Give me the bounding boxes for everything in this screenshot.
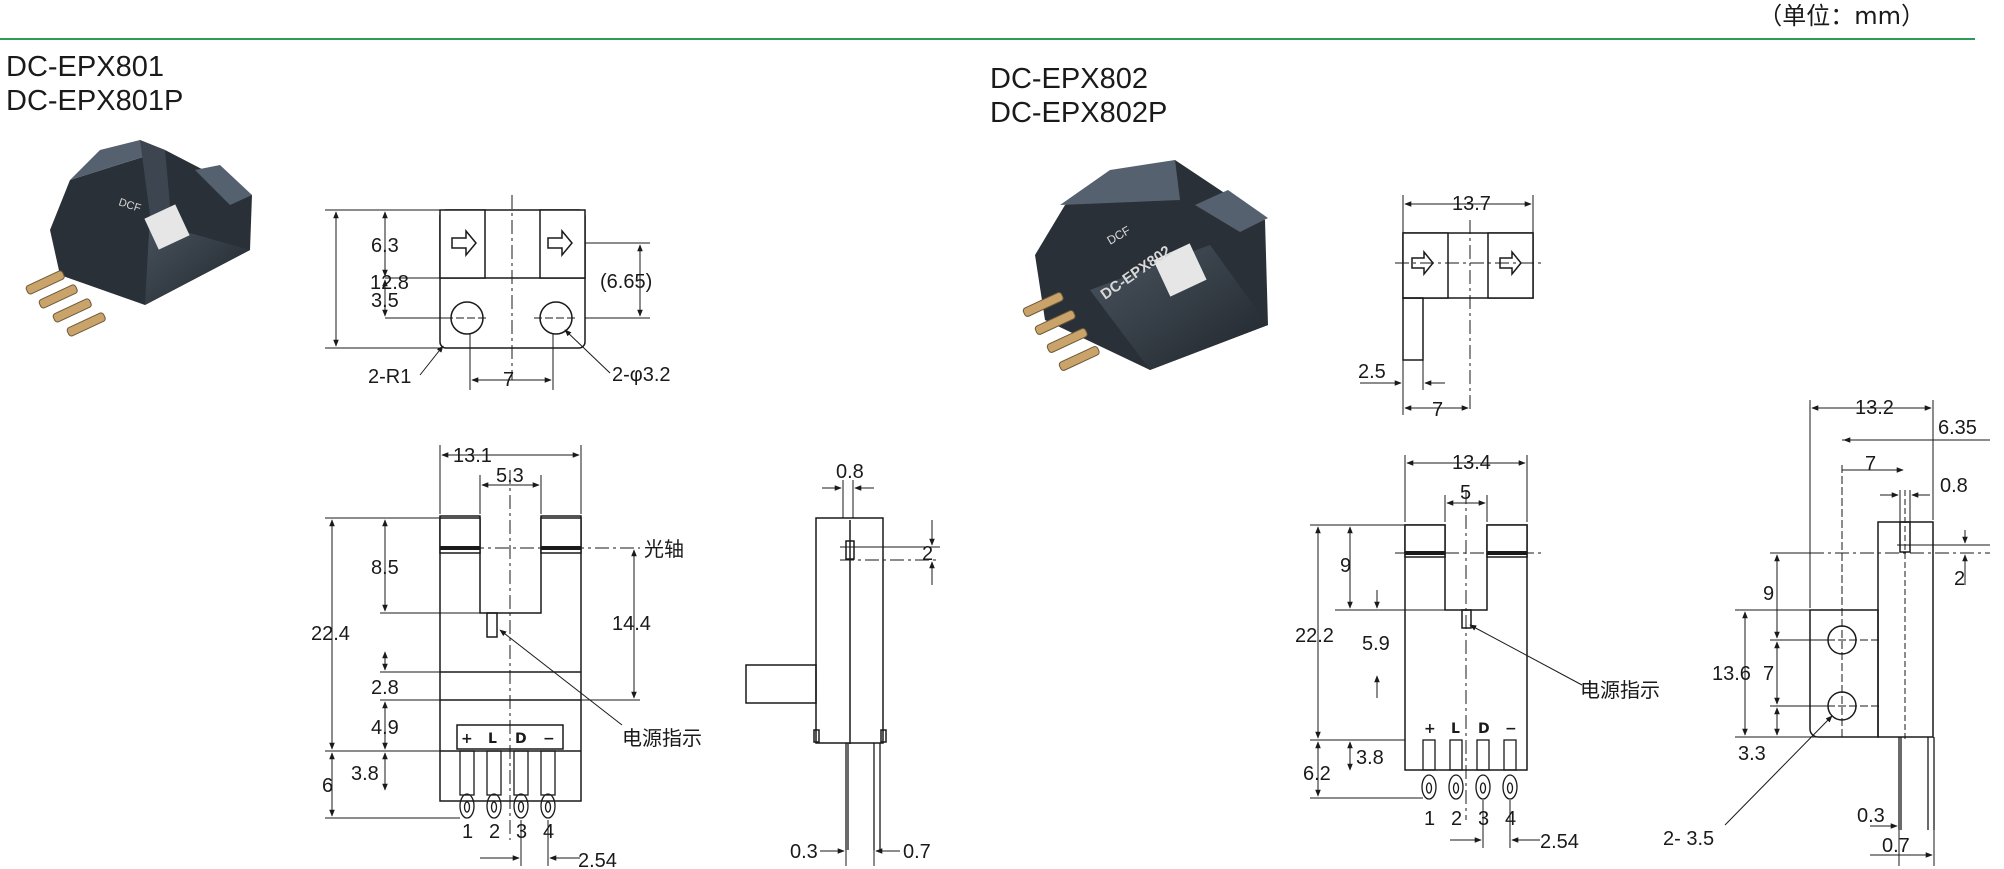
- dim-802-width: 13.4: [1452, 452, 1491, 474]
- dim-802-total: 22.2: [1295, 625, 1334, 647]
- power-indicator-label-801: 电源指示: [622, 727, 702, 750]
- dim-802-side-upper: 9: [1763, 583, 1774, 605]
- dim-802-side-offset: 6.35: [1938, 417, 1977, 439]
- front-view-801: [325, 445, 640, 866]
- dim-802-holes: 2- 3.5: [1663, 828, 1714, 850]
- optical-axis-label: 光轴: [644, 538, 684, 561]
- unit-label: （单位：mm）: [1758, 2, 1925, 30]
- svg-text:D: D: [1478, 721, 1490, 737]
- dim-801-leads: 6: [322, 775, 333, 797]
- svg-text:4: 4: [1505, 808, 1516, 830]
- dim-802-hole-pitch-x: 7: [1865, 453, 1876, 475]
- dim-801-slot-depth: 8.5: [371, 557, 399, 579]
- dim-801-corner: 2-R1: [368, 366, 411, 388]
- dim-801-upper: 6.3: [371, 235, 399, 257]
- dim-802-pin-pitch: 2.54: [1540, 831, 1579, 853]
- dim-801-side: (6.65): [600, 271, 652, 293]
- dim-802-a: 5.9: [1362, 633, 1390, 655]
- dim-801-side-mark: 2: [922, 543, 933, 565]
- dim-801-pin-pitch: 2.54: [578, 850, 617, 869]
- svg-text:+: +: [461, 731, 473, 747]
- top-view-802: [1360, 195, 1545, 415]
- dim-802-side-mark: 2: [1954, 568, 1965, 590]
- dim-801-holes: 2-φ3.2: [612, 364, 671, 386]
- dim-802-side-top: 0.8: [1940, 475, 1968, 497]
- dim-801-slot: 5.3: [496, 465, 524, 487]
- svg-text:L: L: [488, 731, 497, 747]
- pin-labels-802: + L D −: [1424, 721, 1517, 737]
- dim-801-axis-base: 14.4: [612, 613, 651, 635]
- dim-802-foot: 2.5: [1358, 361, 1386, 383]
- dim-801-pitch: 7: [503, 369, 514, 391]
- dim-801-total: 22.4: [311, 623, 350, 645]
- product-photo-801: DCF: [25, 140, 252, 337]
- dim-802-hole-pitch-y: 7: [1763, 663, 1774, 685]
- front-view-802: [1310, 455, 1583, 848]
- dim-801-b: 4.9: [371, 717, 399, 739]
- svg-text:2: 2: [1451, 808, 1462, 830]
- dim-801-lead-b: 0.7: [903, 841, 931, 863]
- model-name-802p: DC-EPX802P: [990, 97, 1167, 129]
- dim-801-width: 13.1: [453, 445, 492, 467]
- product-photo-802: DCF DC-EPX802: [1022, 160, 1268, 371]
- svg-text:3: 3: [1478, 808, 1489, 830]
- dim-802-side-width: 13.2: [1855, 397, 1894, 419]
- dim-801-side-top: 0.8: [836, 461, 864, 483]
- svg-text:1: 1: [1424, 808, 1435, 830]
- pin-numbers-801: 1 2 3 4: [462, 821, 554, 843]
- svg-text:4: 4: [543, 821, 554, 843]
- pin-numbers-802: 1 2 3 4: [1424, 808, 1516, 830]
- svg-text:−: −: [543, 731, 555, 747]
- svg-text:1: 1: [462, 821, 473, 843]
- dim-801-c: 3.8: [351, 763, 379, 785]
- dim-802-side-base: 3.3: [1738, 743, 1766, 765]
- dim-802-slot: 5: [1460, 482, 1471, 504]
- dim-801-a: 2.8: [371, 677, 399, 699]
- model-name-802: DC-EPX802: [990, 63, 1148, 95]
- svg-text:D: D: [515, 731, 527, 747]
- svg-text:L: L: [1451, 721, 1460, 737]
- model-name-801: DC-EPX801: [6, 51, 164, 83]
- dim-801-height: 12.8: [370, 272, 409, 294]
- dim-802-side-height: 13.6: [1712, 663, 1751, 685]
- power-indicator-label-802: 电源指示: [1580, 679, 1660, 702]
- dim-802-b: 3.8: [1356, 747, 1384, 769]
- dim-802-top-width: 13.7: [1452, 193, 1491, 215]
- model-name-801p: DC-EPX801P: [6, 85, 183, 117]
- side-view-802: [1724, 400, 1990, 866]
- dim-802-lead-b: 0.7: [1882, 835, 1910, 857]
- dim-802-slot-depth: 9: [1340, 555, 1351, 577]
- dim-802-top-pitch: 7: [1432, 399, 1443, 421]
- svg-text:−: −: [1505, 721, 1517, 737]
- svg-text:+: +: [1424, 721, 1436, 737]
- dim-802-lead-a: 0.3: [1857, 805, 1885, 827]
- svg-text:2: 2: [489, 821, 500, 843]
- pin-labels-801: + L D −: [461, 731, 555, 747]
- top-view-801: [325, 195, 650, 390]
- svg-text:3: 3: [516, 821, 527, 843]
- dim-801-lead-a: 0.3: [790, 841, 818, 863]
- dim-801-lower: 3.5: [371, 290, 399, 312]
- dim-802-leads: 6.2: [1303, 763, 1331, 785]
- side-view-801: [745, 480, 940, 866]
